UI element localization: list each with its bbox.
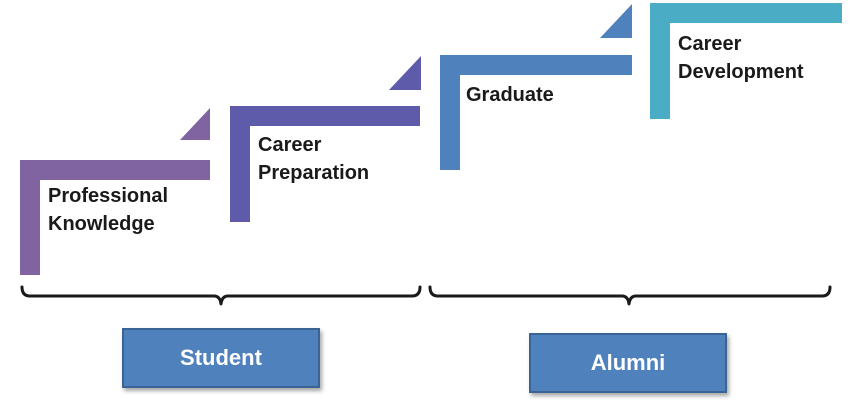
step-graduate	[440, 4, 632, 170]
step-label-line: Graduate	[466, 84, 554, 106]
student-group-box: Student	[122, 328, 320, 388]
alumni-group-box: Alumni	[529, 333, 727, 393]
step-bent-arrow-shape	[230, 106, 420, 222]
step-label-professional-knowledge: Professional Knowledge	[48, 182, 168, 238]
step-label-line: Preparation	[258, 162, 370, 184]
student-brace	[20, 285, 422, 306]
step-arrowhead	[389, 56, 421, 90]
step-label-line: Career	[678, 33, 742, 55]
step-arrowhead	[600, 4, 632, 38]
step-professional-knowledge	[20, 108, 210, 275]
step-label-line: Knowledge	[48, 213, 155, 235]
step-bent-arrow-shape	[440, 55, 632, 170]
step-bent-arrow-shape	[20, 160, 210, 275]
step-bent-arrow-shape	[650, 3, 842, 119]
step-label-line: Professional	[48, 185, 169, 207]
student-label: Student	[180, 345, 262, 370]
step-label-career-development: Career Development	[678, 30, 804, 86]
step-career-development	[650, 3, 842, 119]
step-arrowhead	[180, 108, 210, 140]
step-label-career-preparation: Career Preparation	[258, 131, 369, 187]
alumni-brace	[428, 285, 832, 306]
step-label-graduate: Graduate	[466, 81, 554, 109]
step-career-preparation	[230, 56, 421, 222]
alumni-label: Alumni	[590, 350, 666, 375]
step-label-line: Development	[678, 61, 804, 83]
step-label-line: Career	[258, 134, 322, 156]
